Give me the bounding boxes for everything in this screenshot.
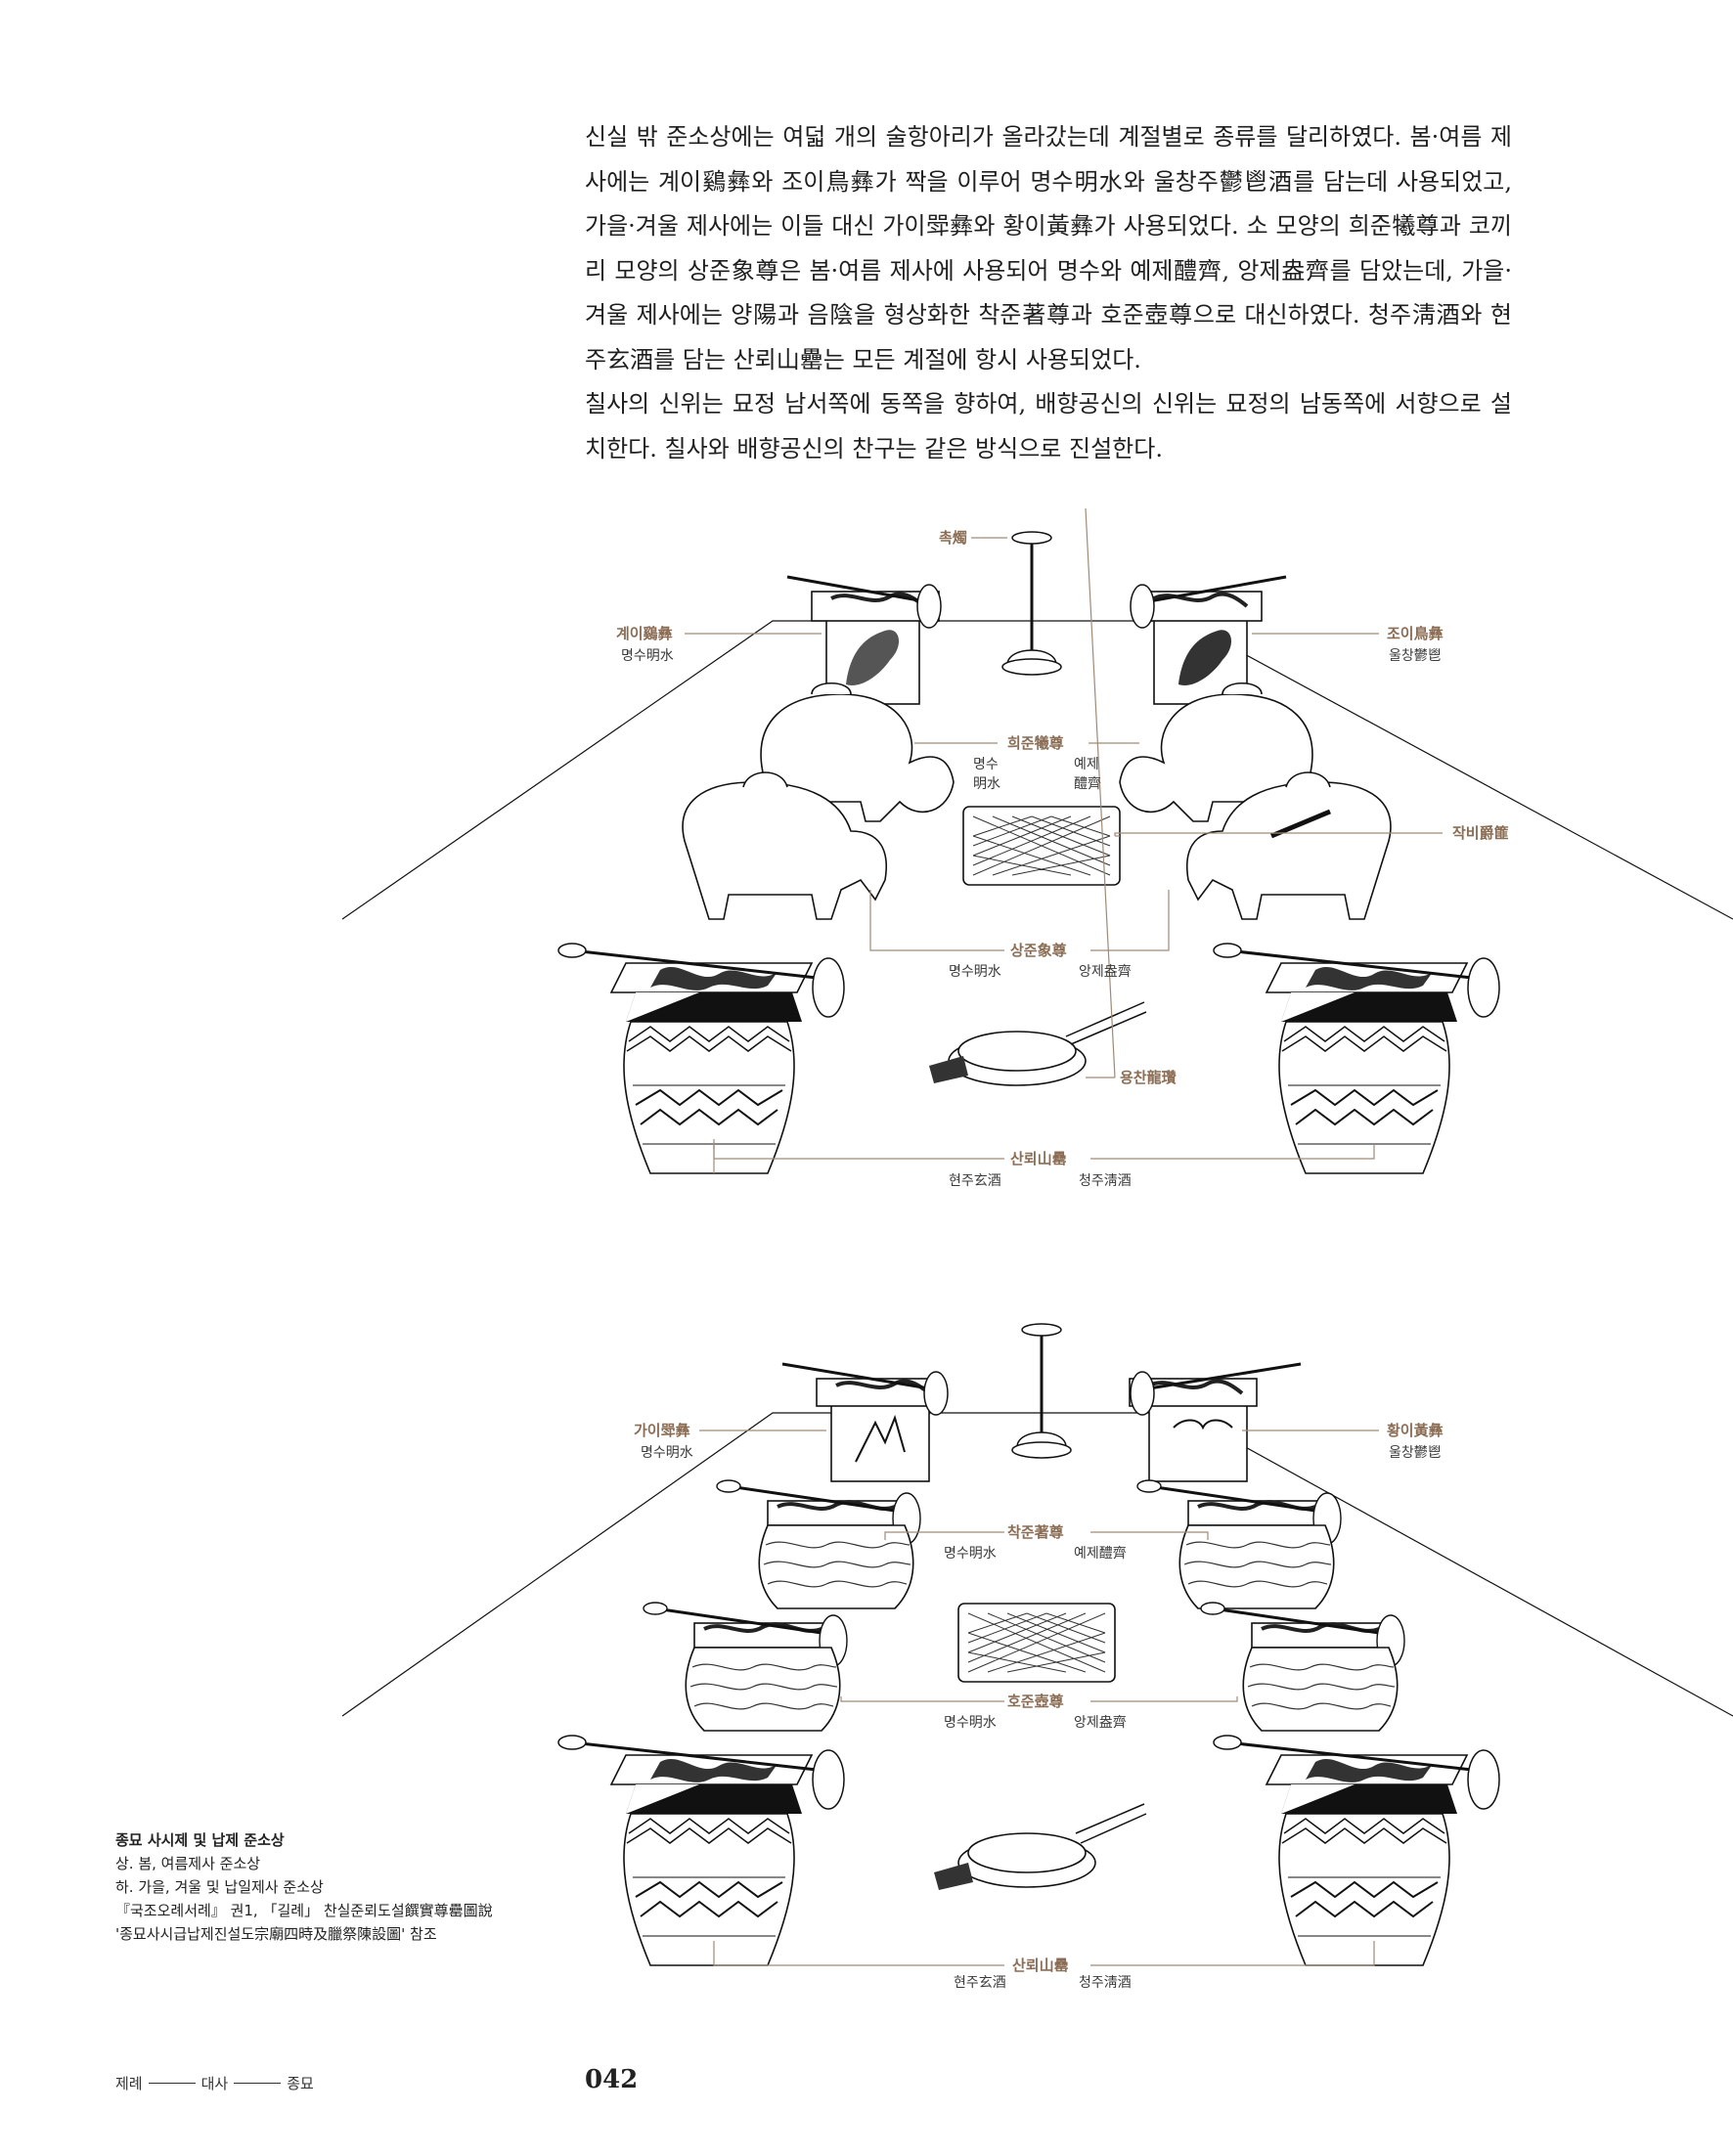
sangjun-elephant-vessel-right [1186, 771, 1392, 920]
label-sangjun-right: 앙제盎齊 [1079, 963, 1132, 980]
label-hoejun-left-2: 明水 [973, 776, 1000, 792]
caption-title: 종묘 사시제 및 납제 준소상 [115, 1831, 285, 1849]
caption-line-2: 하. 가을, 겨울 및 납일제사 준소상 [115, 1878, 324, 1896]
footer-section-3: 종묘 [287, 2075, 314, 2092]
label-hojun-right: 앙제盎齊 [1074, 1714, 1127, 1731]
caption-line-4: '종묘사시급납제진설도宗廟四時及臘祭陳設圖' 참조 [115, 1925, 437, 1943]
chakjun-jar-right [1135, 1478, 1343, 1610]
figure-caption: 종묘 사시제 및 납제 준소상 상. 봄, 여름제사 준소상 하. 가을, 겨울… [115, 1828, 526, 1946]
label-gai: 가이斝彝 [634, 1422, 690, 1439]
label-sanroe-2: 산뢰山罍 [1012, 1957, 1069, 1974]
hojun-jar-right [1199, 1601, 1406, 1733]
label-gai-content: 명수明水 [641, 1445, 693, 1461]
yongchan-ladle [929, 1001, 1147, 1086]
sanroe-jar-left-2 [556, 1734, 846, 1967]
label-sanroe: 산뢰山罍 [1010, 1150, 1067, 1167]
label-hojun-left: 명수明水 [944, 1715, 997, 1731]
chakjun-jar-left [715, 1478, 922, 1610]
sangjun-elephant-vessel-left [682, 771, 887, 920]
label-yongchan: 용찬龍瓚 [1120, 1069, 1178, 1086]
label-hoejun-right-1: 예제 [1074, 757, 1099, 772]
hoejun-ox-vessel-left [760, 682, 955, 822]
label-joi-content: 울창鬱鬯 [1389, 648, 1442, 664]
candle-stand [1001, 531, 1062, 676]
label-sanroe-left: 현주玄酒 [949, 1172, 1001, 1189]
jakbi-basket-2 [957, 1603, 1116, 1683]
label-gyei-content: 명수明水 [621, 648, 674, 664]
caption-line-1: 상. 봄, 여름제사 준소상 [115, 1855, 261, 1872]
label-candle: 촉燭 [939, 529, 967, 547]
ladle-2 [934, 1803, 1147, 1890]
label-sangjun: 상준象尊 [1010, 942, 1067, 959]
label-hojun: 호준壺尊 [1007, 1693, 1064, 1710]
label-chakjun-left: 명수明水 [944, 1546, 997, 1562]
label-jakbi: 작비爵篚 [1452, 824, 1509, 842]
label-gyei: 계이鷄彝 [616, 625, 673, 642]
body-paragraph-1: 신실 밖 준소상에는 여덟 개의 술항아리가 올라갔는데 계절별로 종류를 달리… [585, 123, 1512, 374]
label-hwangi-content: 울창鬱鬯 [1389, 1445, 1442, 1461]
candle-stand-2 [1011, 1323, 1072, 1459]
hoejun-ox-vessel-right [1119, 682, 1313, 822]
sanroe-jar-left [556, 942, 846, 1175]
figure-spring-summer-drawing: 촉燭 계이鷄彝 명수明水 조이鳥彝 울창鬱鬯 희준犧尊 명수 明水 예제 醴齊 … [341, 508, 1733, 1189]
footer-section-2: 대사 [200, 2075, 229, 2092]
footer-section-1: 제례 [115, 2075, 143, 2092]
hwangi-vessel [1129, 1362, 1302, 1482]
body-paragraph-2: 칠사의 신위는 묘정 남서쪽에 동쪽을 향하여, 배향공신의 신위는 묘정의 남… [585, 390, 1512, 462]
label-joi: 조이鳥彝 [1387, 625, 1444, 642]
label-hoejun-left-1: 명수 [973, 757, 999, 772]
hojun-jar-left [642, 1601, 849, 1733]
gyei-vessel [786, 575, 942, 705]
body-text: 신실 밖 준소상에는 여덟 개의 술항아리가 올라갔는데 계절별로 종류를 달리… [585, 115, 1512, 471]
footer-breadcrumb: 제례 대사 종묘 [115, 2073, 314, 2093]
figure-autumn-winter: 가이斝彝 명수明水 황이黃彝 울창鬱鬯 착준著尊 명수明水 예제醴齊 호준壺尊 … [0, 1315, 1733, 1990]
footer-dash-2 [234, 2083, 282, 2084]
figure-spring-summer: 촉燭 계이鷄彝 명수明水 조이鳥彝 울창鬱鬯 희준犧尊 명수 明水 예제 醴齊 … [0, 508, 1733, 1193]
gai-vessel [781, 1362, 949, 1482]
sanroe-jar-right-2 [1212, 1734, 1501, 1967]
label-hoejun-right-2: 醴齊 [1074, 775, 1101, 792]
label-chakjun-right: 예제醴齊 [1074, 1545, 1127, 1562]
label-sanroe-right: 청주淸酒 [1079, 1173, 1132, 1189]
label-chakjun: 착준著尊 [1007, 1523, 1064, 1541]
label-sanroe-2-right: 청주淸酒 [1079, 1975, 1132, 1990]
footer-dash-1 [148, 2083, 196, 2084]
jakbi-basket [962, 806, 1121, 886]
label-sanroe-2-left-visible: 현주玄酒 [954, 1974, 1006, 1990]
caption-line-3: 『국조오례서례』 권1, 「길례」 찬실준뢰도설饌實尊罍圖說 [115, 1902, 493, 1919]
figure-autumn-winter-drawing: 가이斝彝 명수明水 황이黃彝 울창鬱鬯 착준著尊 명수明水 예제醴齊 호준壺尊 … [341, 1323, 1733, 1990]
sanroe-jar-right [1212, 942, 1501, 1175]
page-number: 042 [585, 2065, 639, 2094]
label-hwangi: 황이黃彝 [1387, 1422, 1444, 1439]
label-hoejun: 희준犧尊 [1007, 734, 1064, 752]
label-sangjun-left: 명수明水 [949, 964, 1001, 980]
joi-vessel [1130, 575, 1287, 705]
